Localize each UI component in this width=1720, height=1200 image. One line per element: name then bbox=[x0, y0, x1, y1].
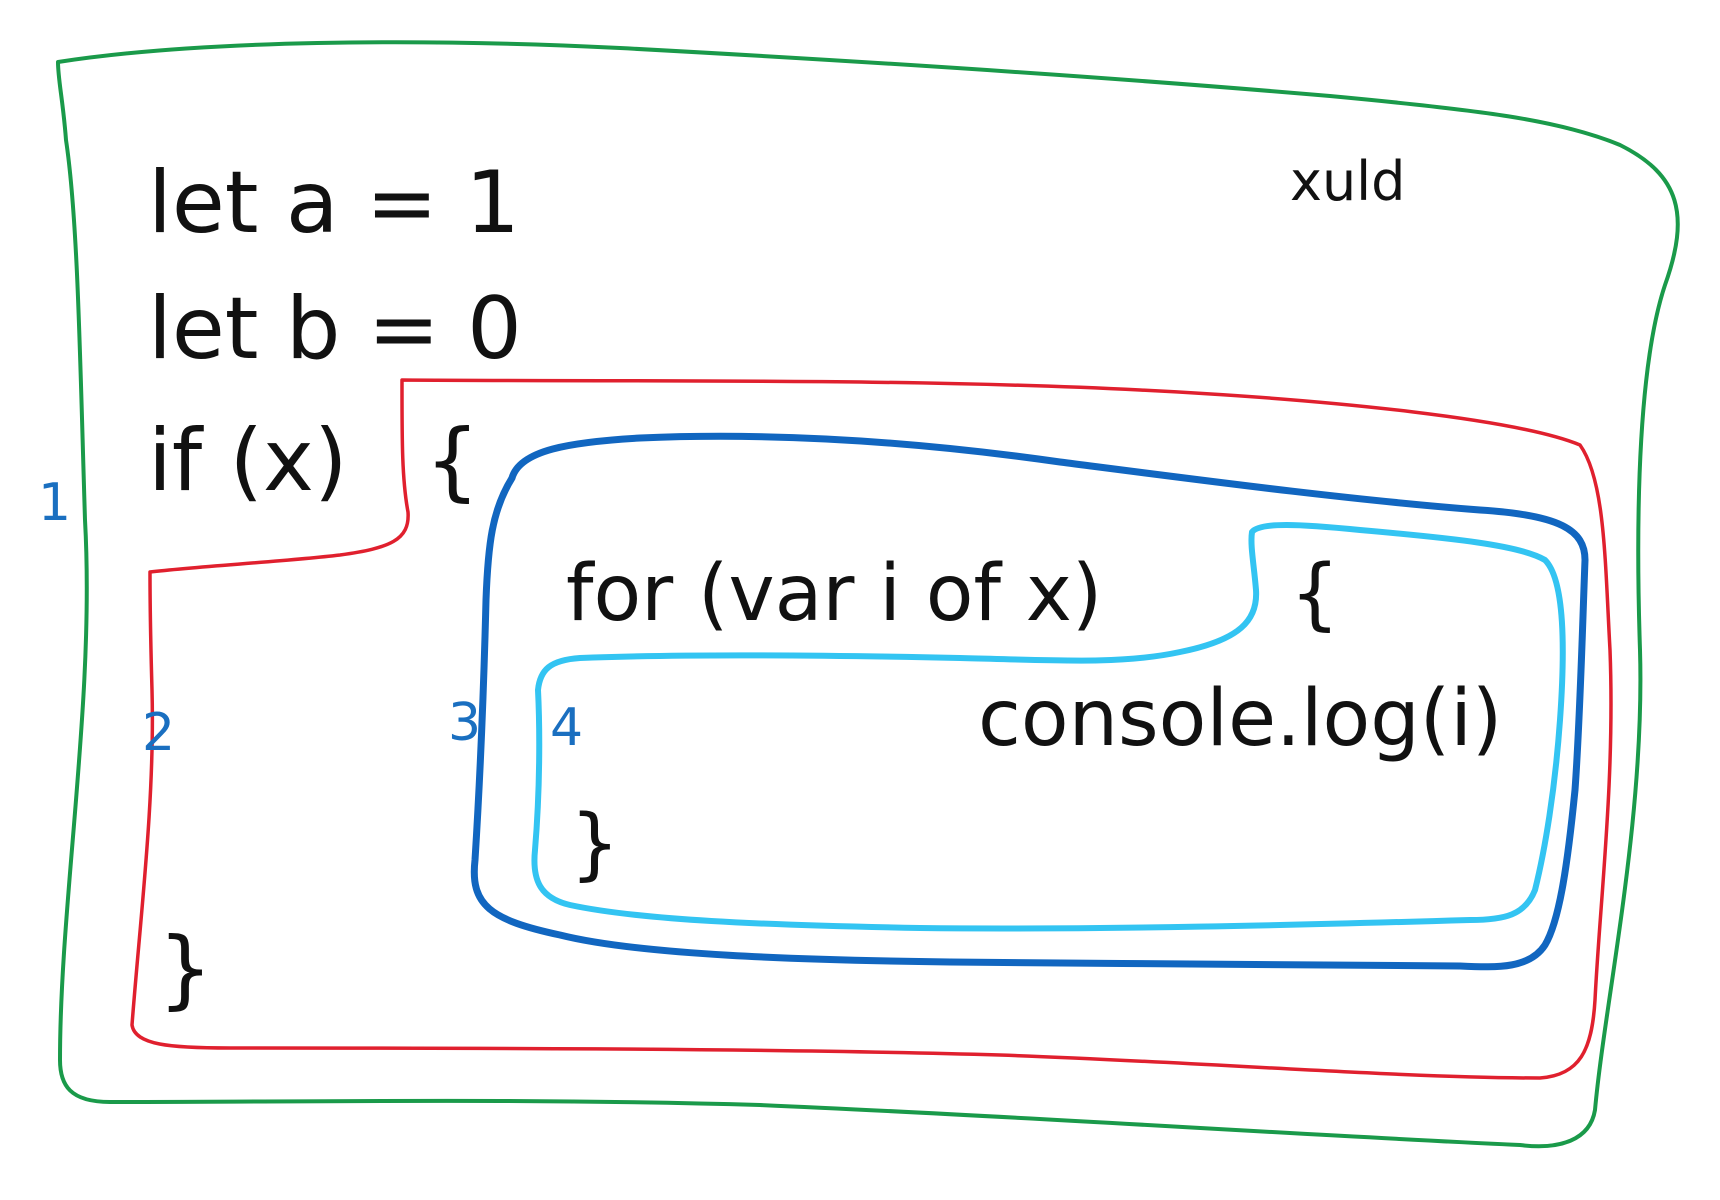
code-line-6: } bbox=[570, 799, 620, 889]
scope-label-3: 3 bbox=[448, 693, 481, 753]
code-line-4: for (var i of x) bbox=[566, 549, 1102, 639]
scope-4-outline bbox=[531, 522, 1566, 932]
code-line-4-brace: { bbox=[1290, 549, 1340, 639]
scope-2-outline bbox=[130, 378, 1613, 1080]
code-line-7: } bbox=[158, 919, 213, 1019]
scope-1-outline bbox=[56, 40, 1680, 1149]
author-signature: xuld bbox=[1290, 150, 1405, 213]
scope-3-outline bbox=[470, 432, 1589, 971]
code-line-5: console.log(i) bbox=[978, 674, 1502, 764]
code-line-3: if (x) bbox=[148, 411, 348, 511]
scope-label-1: 1 bbox=[38, 473, 71, 533]
code-line-2: let b = 0 bbox=[148, 279, 522, 379]
scope-label-4: 4 bbox=[550, 698, 583, 758]
code-line-3-brace: { bbox=[425, 411, 480, 511]
code-line-1: let a = 1 bbox=[148, 153, 520, 253]
scope-label-2: 2 bbox=[142, 703, 175, 763]
